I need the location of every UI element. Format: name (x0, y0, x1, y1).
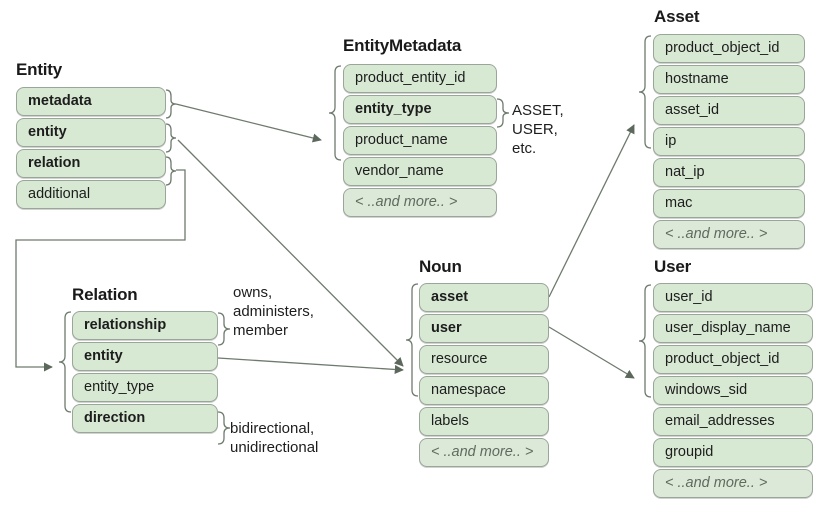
field-row[interactable]: asset_id (653, 96, 805, 125)
field-row[interactable]: namespace (419, 376, 549, 405)
field-row[interactable]: entity (72, 342, 218, 371)
field-row[interactable]: entity_type (72, 373, 218, 402)
field-row[interactable]: asset (419, 283, 549, 312)
group-title-entitymetadata: EntityMetadata (343, 36, 462, 55)
field-row[interactable]: additional (16, 180, 166, 209)
field-row[interactable]: < ..and more.. > (653, 469, 813, 498)
bracket-entitymetadata-left (328, 65, 342, 161)
field-row[interactable]: product_name (343, 126, 497, 155)
field-row[interactable]: < ..and more.. > (343, 188, 497, 217)
bracket-user-left (638, 284, 652, 398)
field-row[interactable]: vendor_name (343, 157, 497, 186)
field-row[interactable]: user_display_name (653, 314, 813, 343)
bracket-relation-direction-row (217, 411, 231, 445)
field-row[interactable]: email_addresses (653, 407, 813, 436)
field-row[interactable]: resource (419, 345, 549, 374)
field-row[interactable]: product_object_id (653, 345, 813, 374)
bracket-entity-entity-row (165, 123, 177, 153)
bracket-entitymetadata-entity-type-row (496, 98, 510, 128)
field-row[interactable]: user_id (653, 283, 813, 312)
group-title-relation: Relation (72, 285, 138, 304)
annotation-relationship-values: owns, administers, member (233, 284, 314, 339)
field-row[interactable]: nat_ip (653, 158, 805, 187)
edge-relation-entity-to-noun (217, 357, 404, 375)
field-row[interactable]: groupid (653, 438, 813, 467)
field-row[interactable]: mac (653, 189, 805, 218)
group-title-noun: Noun (419, 257, 462, 276)
group-title-user: User (654, 257, 692, 276)
field-row[interactable]: entity_type (343, 95, 497, 124)
bracket-entity-metadata-row (165, 89, 177, 119)
field-row[interactable]: < ..and more.. > (419, 438, 549, 467)
field-row[interactable]: ip (653, 127, 805, 156)
bracket-noun-left (405, 283, 419, 397)
field-row[interactable]: metadata (16, 87, 166, 116)
field-row[interactable]: relation (16, 149, 166, 178)
annotation-entity-type-values: ASSET, USER, etc. (512, 102, 564, 157)
field-row[interactable]: product_entity_id (343, 64, 497, 93)
field-row[interactable]: user (419, 314, 549, 343)
bracket-entity-relation-row (165, 156, 177, 186)
field-row[interactable]: hostname (653, 65, 805, 94)
bracket-asset-left (638, 35, 652, 149)
group-title-entity: Entity (16, 60, 63, 79)
annotation-direction-values: bidirectional, unidirectional (230, 420, 319, 456)
field-row[interactable]: windows_sid (653, 376, 813, 405)
edge-entity-metadata-to-entitymetadata (175, 103, 322, 143)
field-row[interactable]: relationship (72, 311, 218, 340)
field-row[interactable]: product_object_id (653, 34, 805, 63)
bracket-relation-left (58, 311, 72, 413)
field-row[interactable]: direction (72, 404, 218, 433)
group-title-asset: Asset (654, 7, 700, 26)
field-row[interactable]: < ..and more.. > (653, 220, 805, 249)
field-row[interactable]: entity (16, 118, 166, 147)
field-row[interactable]: labels (419, 407, 549, 436)
bracket-relation-relationship-row (217, 312, 231, 346)
edge-noun-user-to-user (548, 326, 635, 379)
